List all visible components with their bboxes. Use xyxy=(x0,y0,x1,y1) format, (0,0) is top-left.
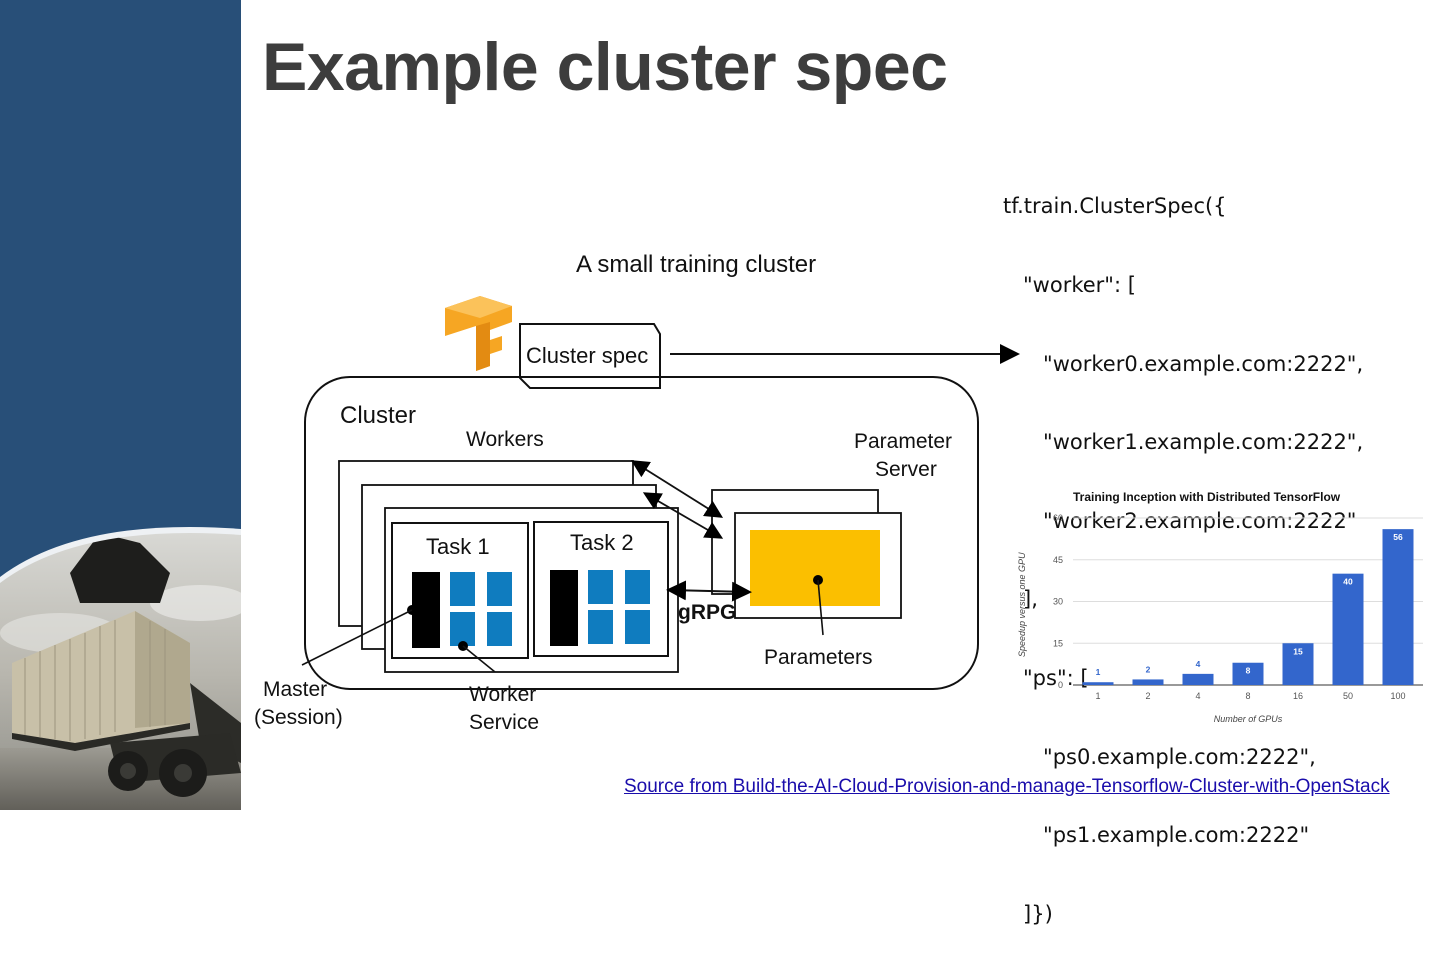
chart-bar xyxy=(1282,643,1314,685)
chart-data-label: 56 xyxy=(1393,532,1403,542)
source-link[interactable]: Source from Build-the-AI-Cloud-Provision… xyxy=(624,776,1390,797)
chart-x-tick-label: 8 xyxy=(1245,691,1250,701)
chart-data-label: 15 xyxy=(1293,646,1303,656)
code-line: tf.train.ClusterSpec({ xyxy=(1003,194,1227,219)
chart-xlabel: Number of GPUs xyxy=(1214,714,1283,724)
chart-data-label: 2 xyxy=(1146,664,1151,674)
worker-service-label-line2: Service xyxy=(469,711,539,734)
code-line: "ps0.example.com:2222", xyxy=(1003,744,1316,769)
code-line: "ps": [ xyxy=(1003,666,1089,691)
code-line: ]}) xyxy=(1003,901,1053,926)
worker-service-label-line1: Worker xyxy=(469,683,536,706)
workers-label: Workers xyxy=(466,428,544,451)
chart-x-tick-label: 2 xyxy=(1145,691,1150,701)
master-label-line2: (Session) xyxy=(254,706,343,729)
grpc-label: gRPG xyxy=(678,601,736,624)
chart-data-label: 1 xyxy=(1096,667,1101,677)
chart-data-label: 8 xyxy=(1246,666,1251,676)
chart-y-tick-label: 60 xyxy=(1053,513,1063,523)
chart-title: Training Inception with Distributed Tens… xyxy=(1073,490,1341,504)
slide-title: Example cluster spec xyxy=(262,29,948,105)
tensorflow-logo-icon xyxy=(445,296,512,371)
chart-x-tick-label: 4 xyxy=(1195,691,1200,701)
cluster-diagram: A small training cluster Cluster spec Cl… xyxy=(250,240,1030,740)
chart-y-tick-label: 45 xyxy=(1053,555,1063,565)
chart-bar xyxy=(1132,679,1164,685)
code-line: "worker1.example.com:2222", xyxy=(1003,430,1364,455)
cluster-spec-label: Cluster spec xyxy=(526,343,648,368)
parameter-server-label-line2: Server xyxy=(875,458,937,481)
chart-bar xyxy=(1232,662,1264,685)
chart-data-label: 40 xyxy=(1343,577,1353,587)
parameters-label: Parameters xyxy=(764,646,873,669)
code-line: "worker": [ xyxy=(1003,273,1136,298)
chart-x-tick-label: 100 xyxy=(1390,691,1405,701)
code-line: "worker0.example.com:2222", xyxy=(1003,351,1364,376)
code-line: "ps1.example.com:2222" xyxy=(1003,823,1310,848)
master-label-line1: Master xyxy=(263,678,327,701)
chart-y-tick-label: 15 xyxy=(1053,638,1063,648)
chart-x-tick-label: 16 xyxy=(1293,691,1303,701)
diagram-heading: A small training cluster xyxy=(576,251,816,278)
chart-data-label: 4 xyxy=(1196,659,1201,669)
chart-x-tick-label: 1 xyxy=(1095,691,1100,701)
speedup-bar-chart: Training Inception with Distributed Tens… xyxy=(1005,482,1435,732)
chart-bar xyxy=(1082,682,1114,685)
chart-y-tick-label: 30 xyxy=(1053,597,1063,607)
task1-label: Task 1 xyxy=(426,534,490,559)
container-handler-photo xyxy=(0,527,241,810)
chart-y-tick-label: 0 xyxy=(1058,680,1063,690)
chart-bar xyxy=(1382,529,1414,685)
task2-label: Task 2 xyxy=(570,530,634,555)
chart-bar xyxy=(1332,573,1364,685)
code-line: ], xyxy=(1003,587,1038,612)
chart-x-tick-label: 50 xyxy=(1343,691,1353,701)
chart-ylabel: Speedup versus one GPU xyxy=(1017,552,1027,657)
cluster-label: Cluster xyxy=(340,402,416,429)
chart-bar xyxy=(1182,673,1214,685)
parameter-server-label-line1: Parameter xyxy=(854,430,952,453)
code-line: "worker2.example.com:2222" xyxy=(1003,508,1357,533)
